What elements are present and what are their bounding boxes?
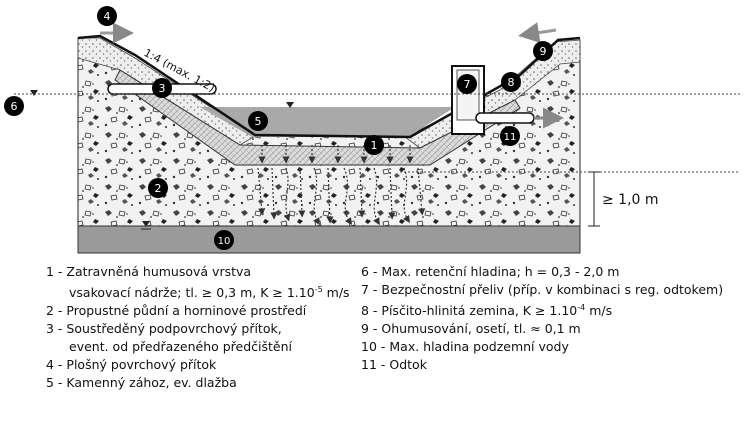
marker-11: 11 bbox=[500, 126, 520, 146]
legend-left: 1 - Zatravněná humusová vrstva vsakovací… bbox=[46, 263, 350, 392]
groundwater-layer bbox=[77, 225, 581, 254]
marker-2: 2 bbox=[148, 178, 168, 198]
legend-item-2: 2 - Propustné půdní a horninové prostřed… bbox=[46, 303, 307, 319]
outlet-pipe bbox=[475, 112, 535, 124]
marker-1: 1 bbox=[364, 135, 384, 155]
svg-text:3: 3 bbox=[159, 82, 166, 95]
marker-4: 4 bbox=[97, 6, 117, 26]
depth-label: ≥ 1,0 m bbox=[602, 192, 659, 208]
humus-layer bbox=[114, 69, 521, 166]
marker-9: 9 bbox=[533, 41, 553, 61]
svg-text:1: 1 bbox=[371, 139, 378, 152]
legend-item-8: 8 - Písčito-hlinitá zemina, K ≥ 1.10-4 m… bbox=[361, 303, 613, 319]
svg-text:11: 11 bbox=[504, 132, 517, 143]
legend-item-6: 6 - Max. retenční hladina; h = 0,3 - 2,0… bbox=[361, 264, 620, 279]
legend-right: 6 - Max. retenční hladina; h = 0,3 - 2,0… bbox=[361, 263, 723, 374]
svg-text:8: 8 bbox=[508, 76, 515, 89]
legend-item-9: 9 - Ohumusování, osetí, tl. ≈ 0,1 m bbox=[361, 321, 581, 337]
depth-dimension: ≥ 1,0 m bbox=[588, 171, 659, 227]
marker-3: 3 bbox=[152, 78, 172, 98]
svg-text:2: 2 bbox=[155, 182, 162, 195]
legend-item-3: 3 - Soustředěný podpovrchový přítok, bbox=[46, 321, 282, 337]
marker-5: 5 bbox=[248, 111, 268, 131]
svg-text:10: 10 bbox=[218, 236, 231, 247]
legend-item-3-cont: event. od předřazeného předčištění bbox=[69, 339, 293, 355]
svg-text:4: 4 bbox=[104, 10, 111, 23]
legend-item-11: 11 - Odtok bbox=[361, 357, 427, 373]
surface-inflow-arrow-right bbox=[518, 22, 557, 44]
svg-text:5: 5 bbox=[255, 115, 262, 128]
legend-item-4: 4 - Plošný povrchový přítok bbox=[46, 357, 217, 373]
marker-7: 7 bbox=[457, 74, 477, 94]
svg-text:6: 6 bbox=[11, 100, 18, 113]
legend-item-1-cont: vsakovací nádrže; tl. ≥ 0,3 m, K ≥ 1.10-… bbox=[69, 285, 350, 301]
legend-item-1: 1 - Zatravněná humusová vrstva bbox=[46, 264, 252, 279]
infiltration-arrows bbox=[257, 145, 426, 226]
svg-text:7: 7 bbox=[464, 78, 471, 91]
svg-text:9: 9 bbox=[540, 45, 547, 58]
marker-6: 6 bbox=[4, 96, 24, 116]
marker-8: 8 bbox=[501, 72, 521, 92]
legend-item-5: 5 - Kamenný zához, ev. dlažba bbox=[46, 375, 237, 391]
legend-item-10: 10 - Max. hladina podzemní vody bbox=[361, 339, 569, 355]
legend-item-7: 7 - Bezpečnostní přeliv (příp. v kombina… bbox=[361, 282, 724, 297]
topsoil-surface bbox=[77, 34, 581, 139]
marker-10: 10 bbox=[214, 230, 234, 250]
